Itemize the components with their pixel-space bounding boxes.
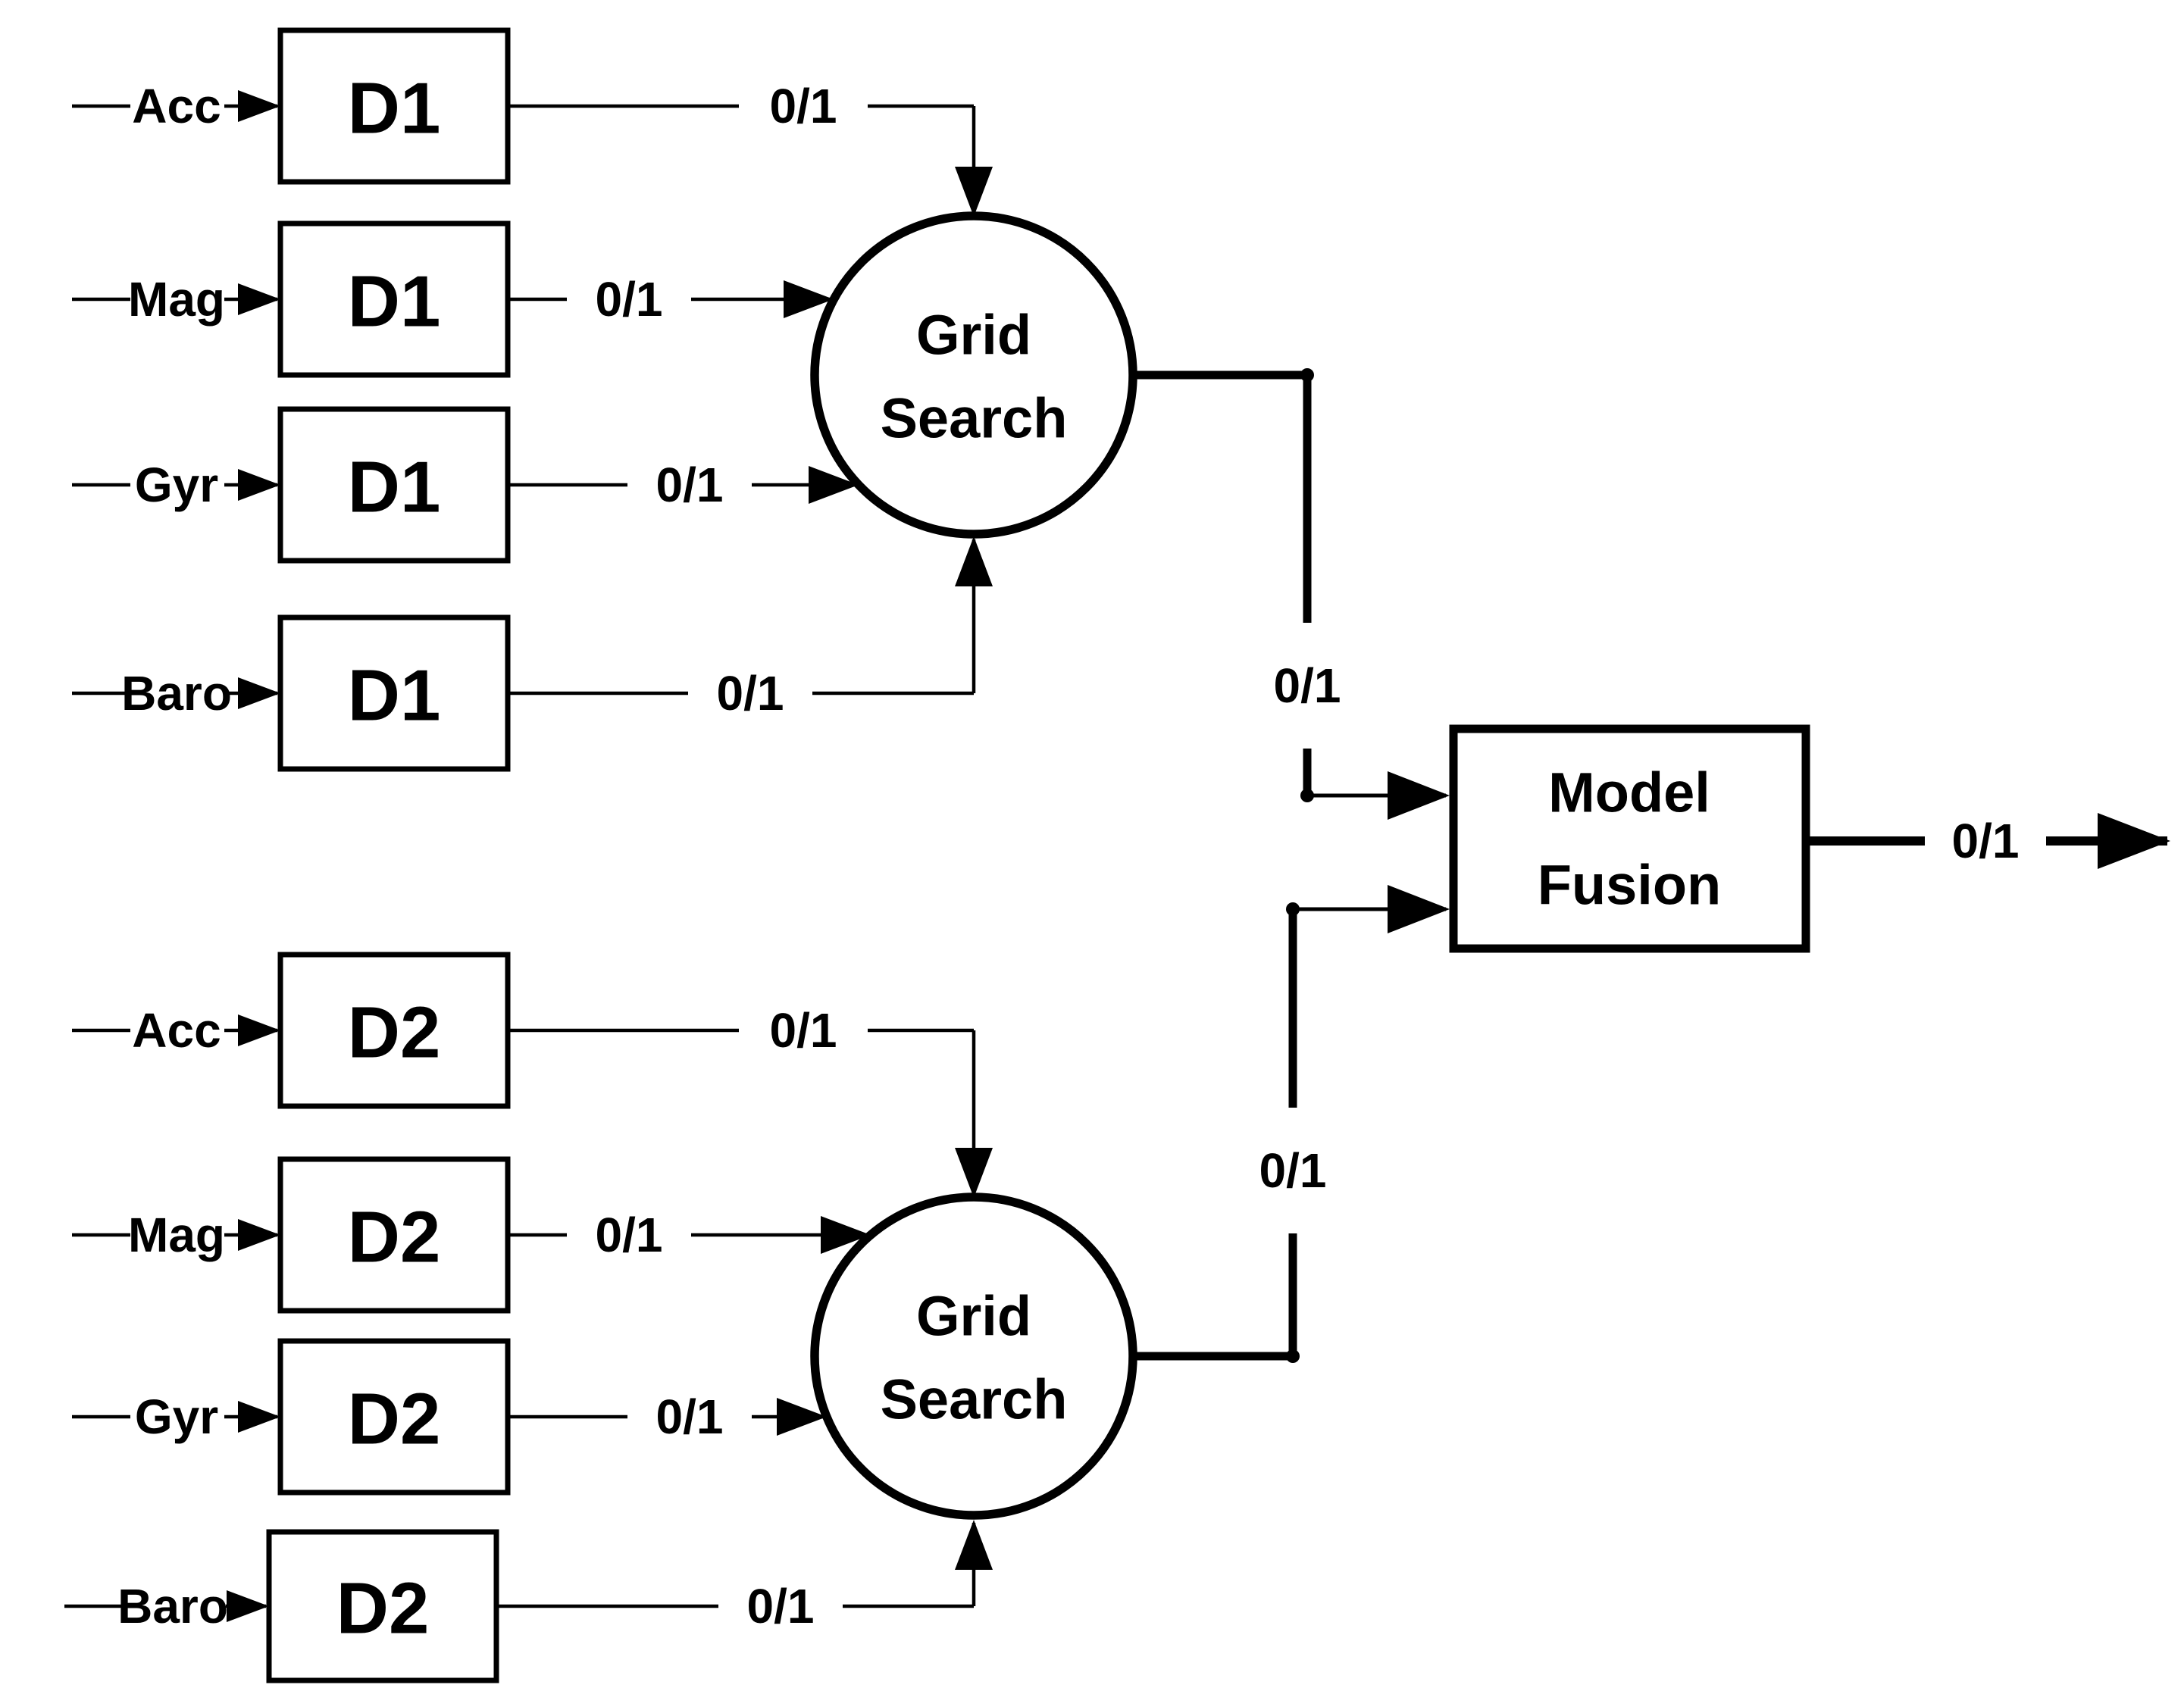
detector-box-label: D1 bbox=[348, 655, 441, 736]
output-signal-label: 0/1 bbox=[1952, 814, 2020, 868]
model-fusion-label-line2: Fusion bbox=[1538, 854, 1722, 917]
detector-box-label: D1 bbox=[348, 447, 441, 528]
grid-search-label-line2: Search bbox=[881, 1368, 1068, 1431]
detector-box-label: D2 bbox=[348, 1197, 441, 1278]
sensor-label-baro-d1: Baro bbox=[121, 666, 232, 721]
detector-box-d1-mag bbox=[277, 220, 511, 378]
model-fusion: Model Fusion 0/1 bbox=[1449, 724, 2170, 953]
pipeline-d1: Acc D1 0/1 Mag D1 0/1 Gyr D1 0/1 Baro D1… bbox=[72, 27, 1450, 820]
detector-box-d2-baro bbox=[266, 1529, 499, 1683]
detector-box-d2-acc bbox=[277, 952, 511, 1109]
signal-label-mag-d1: 0/1 bbox=[596, 272, 663, 327]
link-signal-label-d1: 0/1 bbox=[1274, 658, 1341, 713]
signal-label-gyr-d2: 0/1 bbox=[656, 1389, 724, 1444]
detector-box-label: D1 bbox=[348, 261, 441, 342]
grid-search-label-line1: Grid bbox=[916, 1285, 1031, 1348]
sensor-label-baro-d2: Baro bbox=[117, 1579, 228, 1633]
sensor-label-gyr-d2: Gyr bbox=[135, 1389, 218, 1444]
detector-box-label: D2 bbox=[336, 1568, 430, 1649]
signal-label-mag-d2: 0/1 bbox=[596, 1208, 663, 1262]
grid-search-node-d1 bbox=[810, 211, 1137, 539]
grid-search-node-d2 bbox=[810, 1193, 1137, 1520]
sensor-label-gyr-d1: Gyr bbox=[135, 458, 218, 512]
grid-search-label-line2: Search bbox=[881, 387, 1068, 450]
detector-box-label: D2 bbox=[348, 1379, 441, 1460]
pipeline-d2: Acc D2 0/1 Mag D2 0/1 Gyr D2 0/1 Baro D2… bbox=[64, 885, 1450, 1683]
signal-label-baro-d1: 0/1 bbox=[717, 666, 784, 721]
sensor-label-acc-d2: Acc bbox=[132, 1003, 221, 1058]
sensor-label-acc-d1: Acc bbox=[132, 79, 221, 133]
detector-box-label: D2 bbox=[348, 992, 441, 1074]
grid-search-label-line1: Grid bbox=[916, 304, 1031, 367]
detector-box-label: D1 bbox=[348, 68, 441, 149]
detector-box-d2-gyr bbox=[277, 1338, 511, 1496]
detector-box-d1-baro bbox=[277, 614, 511, 772]
sensor-label-mag-d2: Mag bbox=[128, 1208, 225, 1262]
signal-label-gyr-d1: 0/1 bbox=[656, 458, 724, 512]
signal-label-baro-d2: 0/1 bbox=[747, 1579, 815, 1633]
model-fusion-label-line1: Model bbox=[1548, 761, 1710, 824]
link-signal-label-d2: 0/1 bbox=[1259, 1143, 1327, 1198]
signal-label-acc-d2: 0/1 bbox=[770, 1003, 837, 1058]
sensor-label-mag-d1: Mag bbox=[128, 272, 225, 327]
signal-label-acc-d1: 0/1 bbox=[770, 79, 837, 133]
